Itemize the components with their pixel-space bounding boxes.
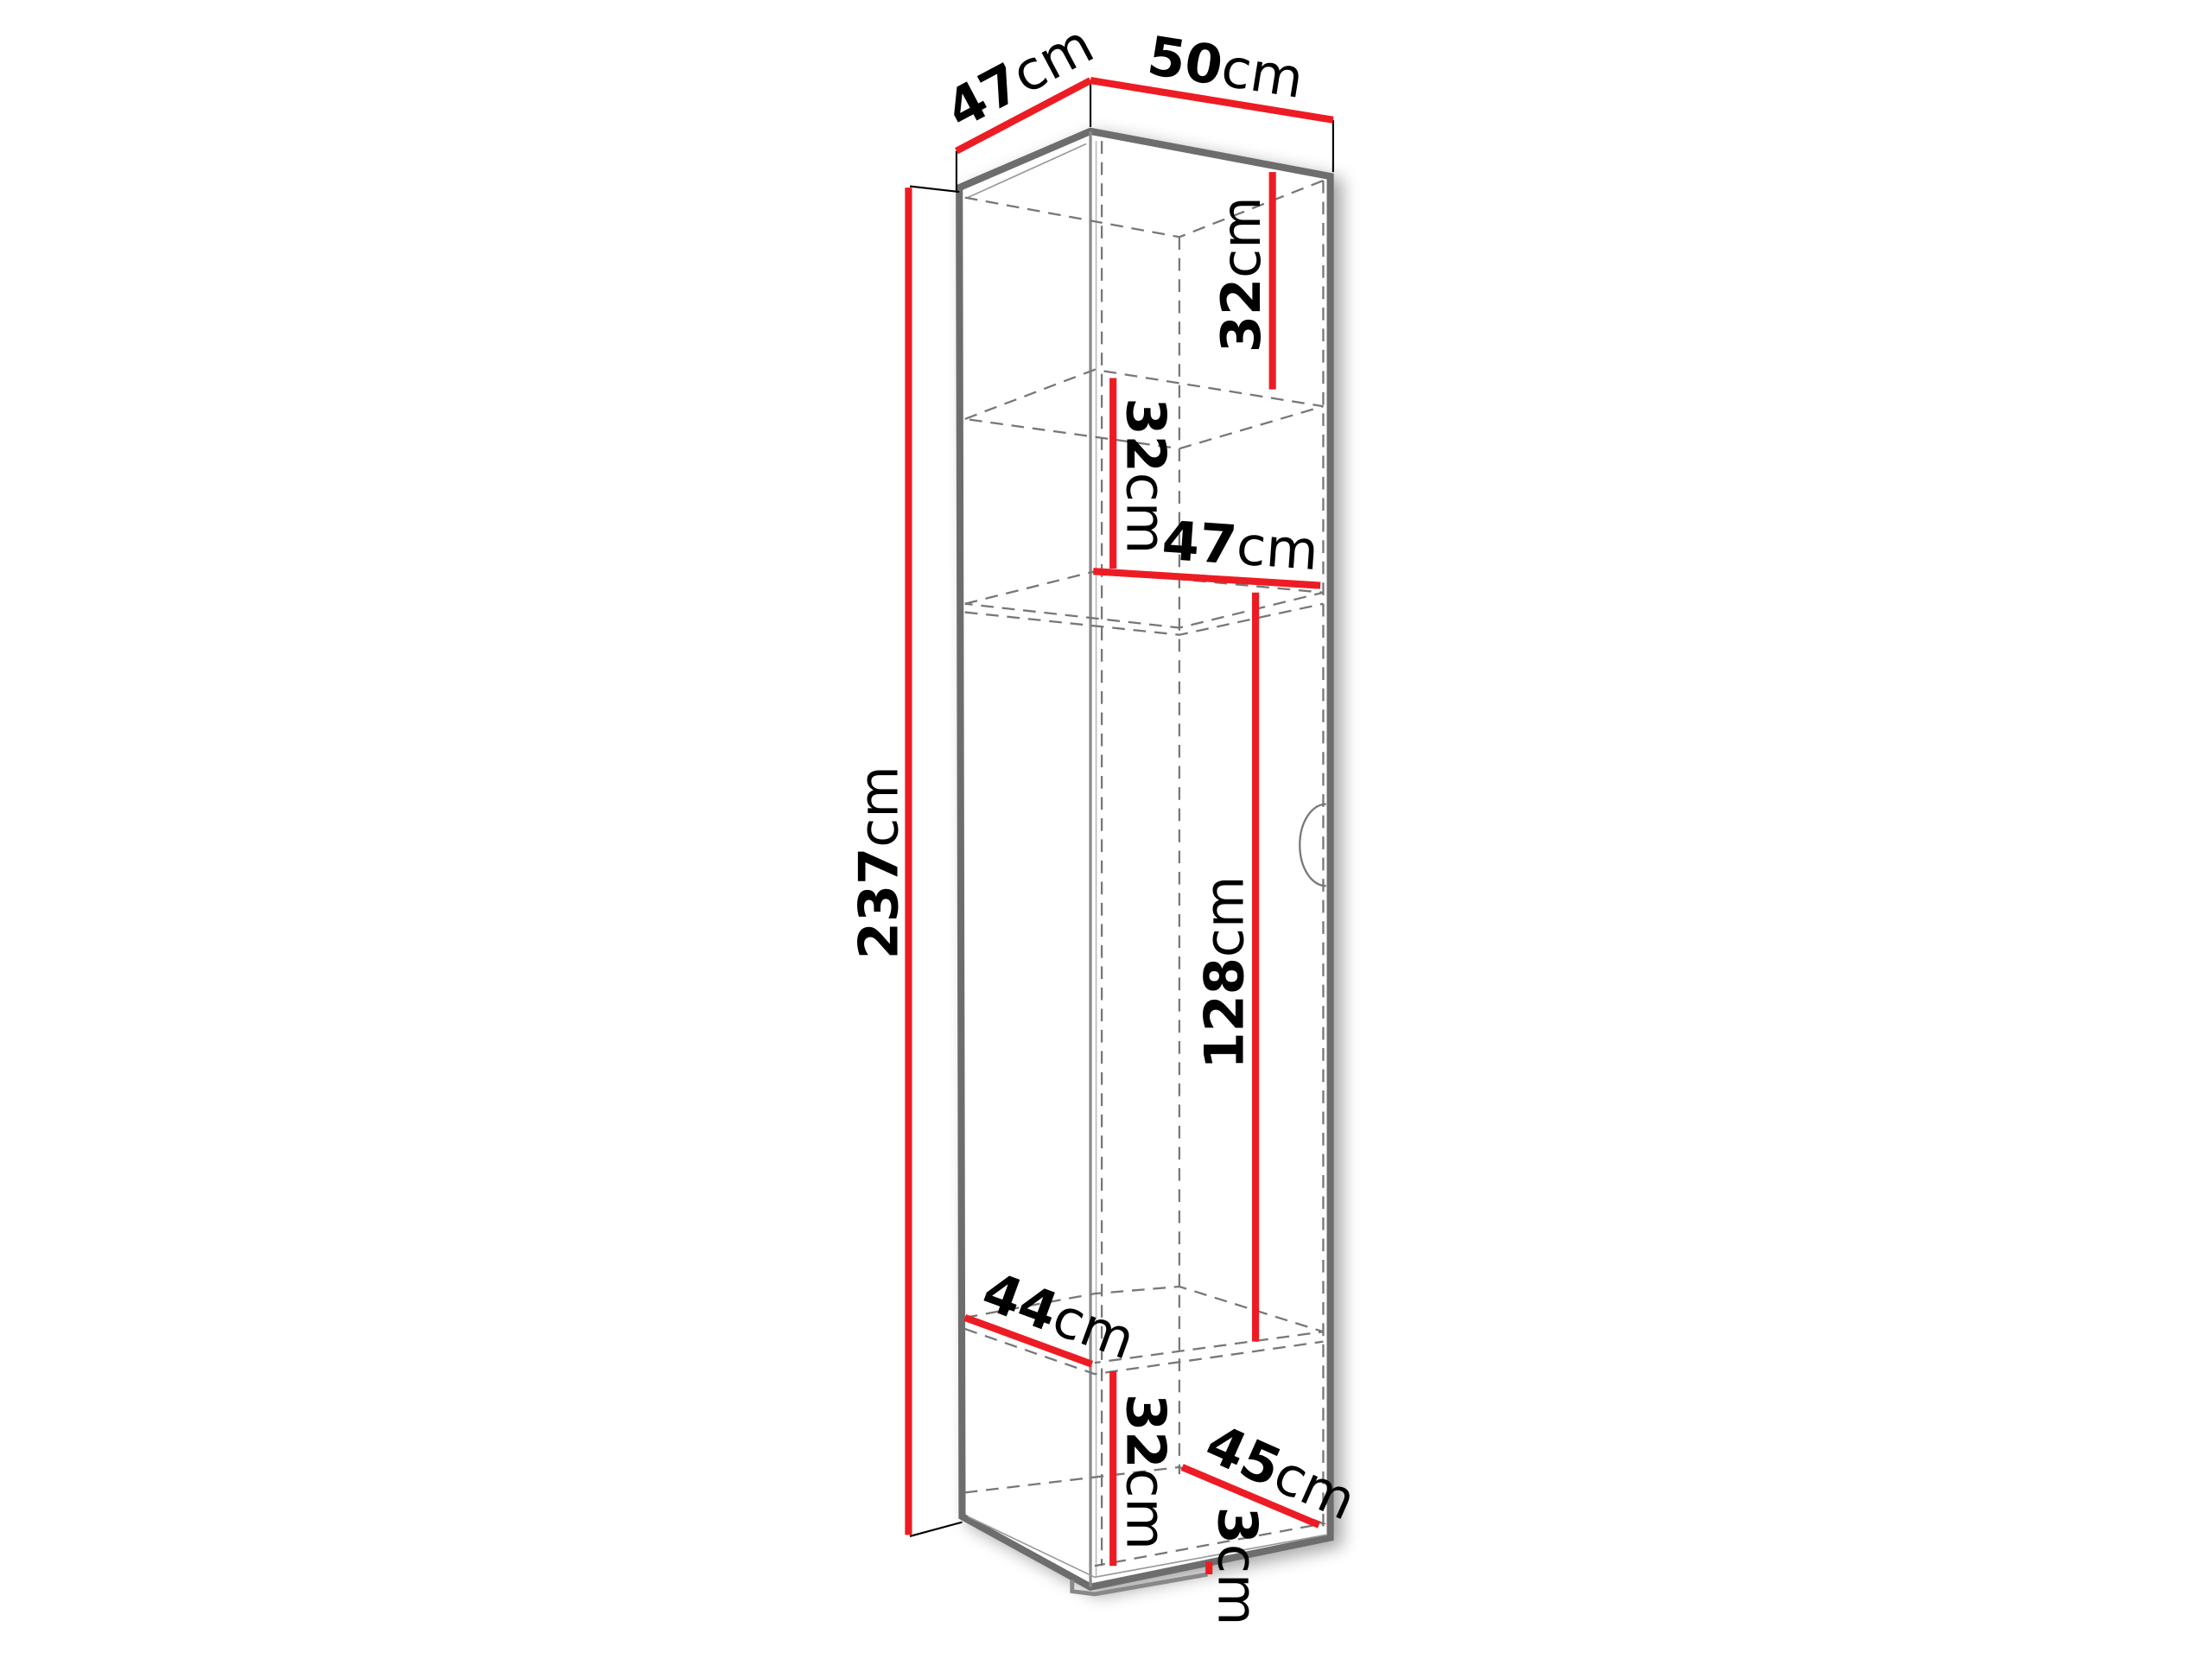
dim-line-interior-width	[1093, 568, 1321, 589]
dim-line-depth-top	[955, 77, 1092, 155]
dim-line-width-top	[1090, 77, 1334, 124]
dimension-lines	[905, 77, 1334, 1575]
cabinet-body	[956, 127, 1334, 1597]
label-interior-width: 47cm	[1160, 509, 1321, 582]
door-handle-icon	[1299, 803, 1326, 887]
dim-line-bottom-depth	[1180, 1464, 1321, 1529]
label-height-total: 237cm	[847, 766, 910, 959]
label-depth-top: 47cm	[936, 12, 1103, 141]
label-hanging: 128cm	[1192, 876, 1255, 1070]
label-bottom-compartment: 32cm	[1114, 1394, 1177, 1550]
label-top-compartment: 32cm	[1210, 196, 1273, 353]
label-plinth: 3cm	[1206, 1507, 1269, 1626]
label-width-top: 50cm	[1143, 24, 1307, 111]
interior-hidden-lines	[964, 141, 1327, 1567]
label-second-compartment: 32cm	[1114, 397, 1177, 554]
dim-line-shelf-depth	[963, 1314, 1094, 1368]
extension-lines	[909, 80, 1334, 1537]
